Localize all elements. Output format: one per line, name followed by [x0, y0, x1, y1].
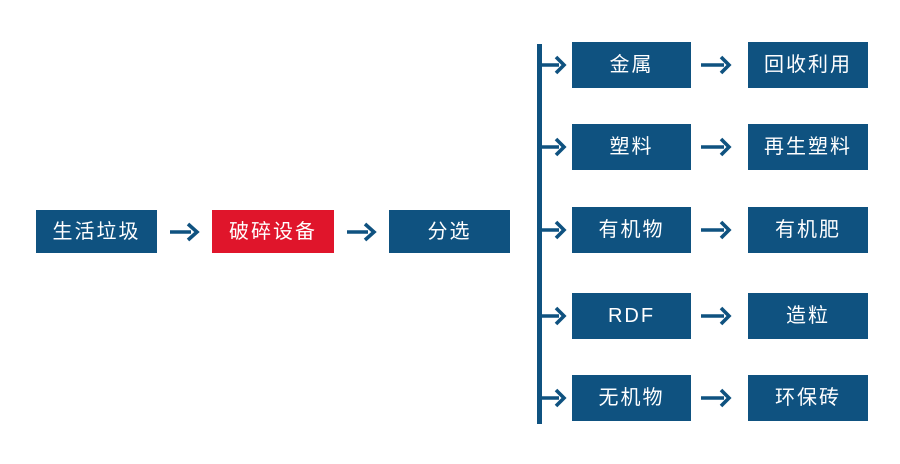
node-branch-metal-fraction[interactable]: 金属 — [572, 42, 691, 88]
node-branch-plastic-fraction[interactable]: 塑料 — [572, 124, 691, 170]
arrow-right-icon-input-to-crusher — [169, 219, 201, 245]
node-branch-rdf-fraction-label: RDF — [607, 305, 656, 327]
branch-trunk-line — [537, 44, 542, 424]
arrow-right-icon-trunk-branch-rdf — [537, 303, 567, 329]
node-sorting-label: 分选 — [427, 220, 472, 243]
node-branch-organic-product-label: 有机肥 — [775, 219, 841, 241]
node-crusher-label: 破碎设备 — [229, 220, 317, 243]
arrow-right-icon-trunk-branch-metal — [537, 52, 567, 78]
node-branch-metal-product-label: 回收利用 — [764, 54, 852, 76]
node-input[interactable]: 生活垃圾 — [36, 210, 157, 253]
arrow-right-icon-branch-inorganic-to-product — [700, 385, 732, 411]
node-sorting[interactable]: 分选 — [389, 210, 510, 253]
arrow-right-icon-trunk-branch-plastic — [537, 134, 567, 160]
node-branch-inorganic-fraction[interactable]: 无机物 — [572, 375, 691, 421]
node-branch-rdf-product-label: 造粒 — [786, 305, 830, 327]
node-branch-metal-fraction-label: 金属 — [609, 54, 654, 76]
node-branch-organic-product[interactable]: 有机肥 — [748, 207, 868, 253]
node-branch-plastic-product[interactable]: 再生塑料 — [748, 124, 868, 170]
node-branch-rdf-fraction[interactable]: RDF — [572, 293, 691, 339]
arrow-right-icon-trunk-branch-inorganic — [537, 385, 567, 411]
node-branch-organic-fraction-label: 有机物 — [598, 219, 665, 241]
node-branch-plastic-fraction-label: 塑料 — [609, 136, 654, 158]
node-branch-inorganic-product[interactable]: 环保砖 — [748, 375, 868, 421]
node-branch-inorganic-product-label: 环保砖 — [775, 387, 841, 409]
node-branch-rdf-product[interactable]: 造粒 — [748, 293, 868, 339]
node-branch-organic-fraction[interactable]: 有机物 — [572, 207, 691, 253]
arrow-right-icon-branch-metal-to-product — [700, 52, 732, 78]
arrow-right-icon-branch-rdf-to-product — [700, 303, 732, 329]
node-branch-plastic-product-label: 再生塑料 — [764, 136, 852, 158]
node-branch-metal-product[interactable]: 回收利用 — [748, 42, 868, 88]
arrow-right-icon-trunk-branch-organic — [537, 217, 567, 243]
arrow-right-icon-crusher-to-sorting — [346, 219, 378, 245]
node-crusher[interactable]: 破碎设备 — [212, 210, 334, 253]
node-input-label: 生活垃圾 — [52, 220, 141, 243]
arrow-right-icon-branch-plastic-to-product — [700, 134, 732, 160]
node-branch-inorganic-fraction-label: 无机物 — [598, 387, 665, 409]
arrow-right-icon-branch-organic-to-product — [700, 217, 732, 243]
